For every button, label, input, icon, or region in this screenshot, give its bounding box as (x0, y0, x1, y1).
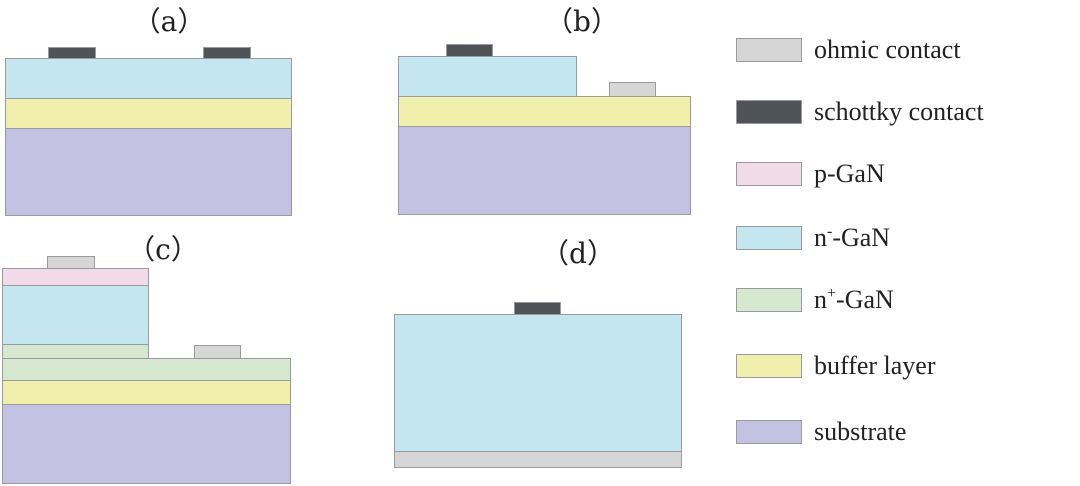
panel-c-p-gan-layer (2, 268, 149, 286)
substrate-swatch (736, 420, 802, 444)
panel-a-label: （a） (132, 5, 206, 38)
panel-c-substrate-layer (2, 404, 291, 484)
panel-a-substrate-layer (5, 128, 292, 216)
panel-a-n-minus-gan-layer (5, 58, 292, 99)
panel-c-label: （c） (127, 233, 199, 266)
panel-c-ohmic-contact-right (194, 345, 241, 359)
panel-b-ohmic-contact (609, 82, 656, 97)
panel-c-ohmic-contact-top (47, 256, 95, 269)
schottky-contact-swatch (736, 100, 802, 124)
legend-label-n-minus-gan: n--GaN (814, 223, 891, 252)
panel-b-substrate-layer (398, 126, 691, 215)
panel-d-label: （d） (541, 237, 615, 270)
legend-item-ohmic-contact: ohmic contact (736, 30, 961, 70)
legend-item-schottky-contact: schottky contact (736, 92, 984, 132)
buffer-layer-swatch (736, 354, 802, 378)
legend-label-schottky-contact: schottky contact (814, 97, 984, 126)
panel-a-schottky-contact-left (48, 47, 96, 59)
n-plus-gan-swatch (736, 288, 802, 312)
legend-label-ohmic-contact: ohmic contact (814, 35, 961, 64)
legend-item-p-gan: p-GaN (736, 154, 885, 194)
panel-b-buffer-layer (398, 96, 691, 127)
legend-label-n-plus-gan: n+-GaN (814, 285, 894, 314)
legend-item-n-plus-gan: n+-GaN (736, 280, 894, 320)
n-minus-gan-swatch (736, 226, 802, 250)
panel-d-n-minus-gan-layer (394, 314, 682, 452)
panel-b-n-minus-gan-mesa (398, 56, 577, 97)
legend-item-substrate: substrate (736, 412, 906, 452)
legend-label-buffer-layer: buffer layer (814, 351, 936, 380)
panel-c-n-plus-gan-base (2, 358, 291, 381)
panel-a-schottky-contact-right (203, 47, 251, 59)
panel-d-schottky-contact (514, 302, 561, 315)
p-gan-swatch (736, 162, 802, 186)
panel-d-ohmic-contact-bottom (394, 451, 682, 468)
legend-label-p-gan: p-GaN (814, 159, 885, 188)
panel-b-label: （b） (545, 5, 619, 38)
panel-a-buffer-layer (5, 98, 292, 129)
ohmic-contact-swatch (736, 38, 802, 62)
legend-item-buffer-layer: buffer layer (736, 346, 936, 386)
legend-item-n-minus-gan: n--GaN (736, 218, 890, 258)
legend-label-substrate: substrate (814, 417, 907, 446)
panel-b-schottky-contact (446, 44, 493, 57)
panel-c-buffer-layer (2, 380, 291, 405)
panel-c-n-minus-gan-layer (2, 285, 149, 345)
panel-c-n-plus-gan-mesa (2, 344, 149, 359)
